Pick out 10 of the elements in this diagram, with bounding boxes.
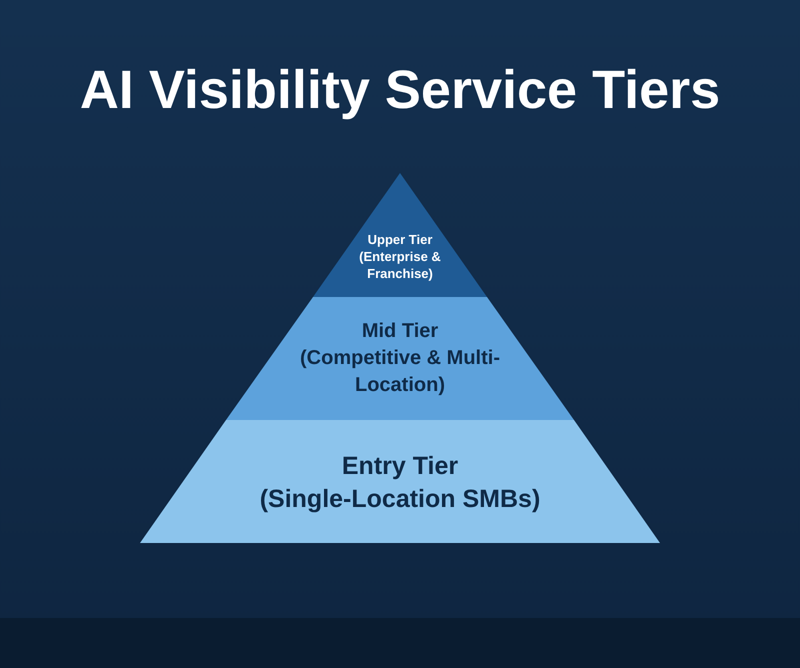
tier-description: (Enterprise & Franchise) bbox=[358, 248, 442, 282]
tier-title: Upper Tier bbox=[366, 231, 434, 248]
tier-description: (Competitive & Multi-Location) bbox=[299, 346, 501, 398]
pyramid-tier bbox=[313, 173, 487, 297]
pyramid-tier bbox=[226, 297, 574, 420]
tier-description: (Single-Location SMBs) bbox=[258, 484, 542, 515]
tier-title: Mid Tier bbox=[360, 319, 440, 344]
pyramid-tier bbox=[140, 420, 660, 543]
diagram-title: AI Visibility Service Tiers bbox=[78, 59, 722, 122]
tier-title: Entry Tier bbox=[340, 451, 460, 482]
